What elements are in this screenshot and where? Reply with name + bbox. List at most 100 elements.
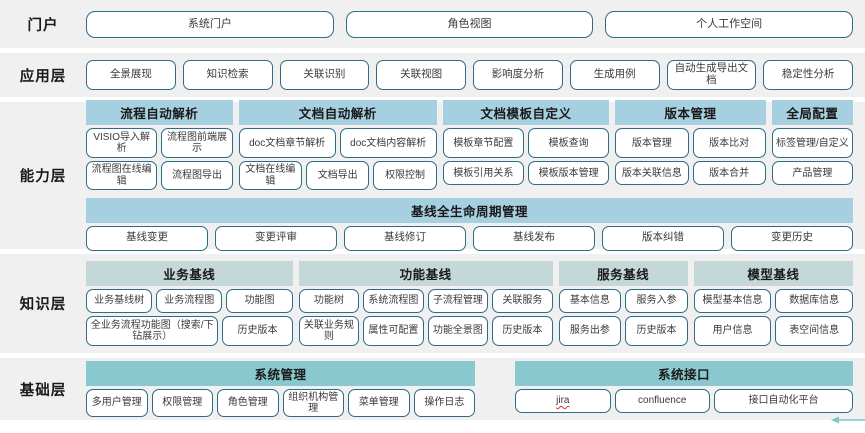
capability-group-2-row-0: 模板章节配置 模板查询 [442, 128, 610, 159]
knowledge-group-3-row-1: 用户信息 表空间信息 [693, 316, 854, 346]
knowledge-item-related-service[interactable]: 关联服务 [492, 289, 553, 313]
foundation-group-system-management: 系统管理 多用户管理 权限管理 角色管理 组织机构管理 菜单管理 操作日志 [86, 360, 476, 418]
knowledge-item-full-business-flow-chart[interactable]: 全业务流程功能图（搜索/下钻展示） [86, 316, 219, 346]
knowledge-item-service-output-param[interactable]: 服务出参 [558, 316, 622, 346]
foundation-item-menu-manage[interactable]: 菜单管理 [348, 388, 410, 418]
knowledge-item-attribute-configurable[interactable]: 属性可配置 [363, 316, 424, 346]
layer-label-portal: 门户 [27, 17, 59, 34]
knowledge-item-business-flowchart[interactable]: 业务流程图 [156, 289, 223, 313]
knowledge-group-2-row-1: 服务出参 历史版本 [558, 316, 688, 346]
capability-item-flowchart-edit[interactable]: 流程图在线编辑 [86, 161, 158, 190]
knowledge-group-1-row-1: 关联业务规则 属性可配置 功能全景图 历史版本 [298, 316, 553, 346]
capability-item-template-query[interactable]: 模板查询 [527, 128, 610, 159]
knowledge-group-2-title: 服务基线 [558, 261, 688, 286]
capability-group-4-title: 全局配置 [771, 100, 854, 126]
knowledge-item-history-version-function[interactable]: 历史版本 [492, 316, 553, 346]
capability-item-permission-control[interactable]: 权限控制 [373, 161, 437, 190]
knowledge-group-0-title: 业务基线 [86, 261, 293, 286]
capability-group-list: 流程自动解析 VISIO导入解析 流程图前端展示 流程图在线编辑 流程图导出 文… [86, 100, 854, 190]
jira-label: jira [556, 395, 570, 407]
knowledge-item-function-tree[interactable]: 功能树 [298, 289, 360, 313]
baseline-item-5[interactable]: 变更历史 [731, 225, 853, 251]
foundation-group-0-row-0: 多用户管理 权限管理 角色管理 组织机构管理 菜单管理 操作日志 [86, 388, 476, 418]
layer-body-capability: 流程自动解析 VISIO导入解析 流程图前端展示 流程图在线编辑 流程图导出 文… [86, 100, 854, 251]
application-item-0[interactable]: 全景展现 [86, 60, 176, 90]
knowledge-item-business-baseline-tree[interactable]: 业务基线树 [86, 289, 153, 313]
knowledge-item-system-flowchart[interactable]: 系统流程图 [363, 289, 424, 313]
capability-group-1: 文档自动解析 doc文档章节解析 doc文档内容解析 文档在线编辑 文档导出 权… [238, 100, 437, 190]
capability-group-3-row-0: 版本管理 版本比对 [615, 128, 766, 159]
knowledge-group-0: 业务基线 业务基线树 业务流程图 功能图 全业务流程功能图（搜索/下钻展示） 历… [86, 261, 293, 346]
capability-item-version-compare[interactable]: 版本比对 [692, 128, 766, 159]
knowledge-item-function-panorama[interactable]: 功能全景图 [427, 316, 489, 346]
baseline-item-0[interactable]: 基线变更 [86, 225, 208, 251]
knowledge-item-service-basic-info[interactable]: 基本信息 [558, 289, 622, 313]
foundation-item-role-manage[interactable]: 角色管理 [217, 388, 279, 418]
foundation-item-org-manage[interactable]: 组织机构管理 [282, 388, 345, 418]
capability-item-doc-content-parse[interactable]: doc文档内容解析 [339, 128, 437, 159]
foundation-item-operation-log[interactable]: 操作日志 [413, 388, 476, 418]
capability-item-version-manage[interactable]: 版本管理 [615, 128, 689, 159]
capability-item-version-merge[interactable]: 版本合并 [692, 161, 766, 186]
layer-band-portal: 门户 系统门户 角色视图 个人工作空间 [0, 0, 865, 48]
knowledge-item-history-version-business[interactable]: 历史版本 [222, 316, 293, 346]
knowledge-item-service-input-param[interactable]: 服务入参 [625, 289, 688, 313]
foundation-item-permission-manage[interactable]: 权限管理 [151, 388, 214, 418]
foundation-item-multiuser-manage[interactable]: 多用户管理 [86, 388, 148, 418]
baseline-item-1[interactable]: 变更评审 [215, 225, 337, 251]
knowledge-group-0-row-1: 全业务流程功能图（搜索/下钻展示） 历史版本 [86, 316, 293, 346]
baseline-item-3[interactable]: 基线发布 [473, 225, 595, 251]
capability-item-template-version[interactable]: 模板版本管理 [527, 161, 610, 186]
capability-item-tag-manage[interactable]: 标签管理/自定义 [771, 128, 854, 159]
layer-band-knowledge: 知识层 业务基线 业务基线树 业务流程图 功能图 全业务流程功能图（搜索/下钻展… [0, 254, 865, 353]
foundation-group-0-title: 系统管理 [86, 360, 476, 386]
knowledge-group-3: 模型基线 模型基本信息 数据库信息 用户信息 表空间信息 [693, 261, 854, 346]
knowledge-item-function-chart[interactable]: 功能图 [226, 289, 293, 313]
foundation-item-jira[interactable]: jira [515, 388, 611, 413]
capability-group-2: 文档模板自定义 模板章节配置 模板查询 模板引用关系 模板版本管理 [442, 100, 610, 186]
baseline-item-2[interactable]: 基线修订 [344, 225, 466, 251]
baseline-item-4[interactable]: 版本纠错 [602, 225, 724, 251]
capability-item-doc-chapter-parse[interactable]: doc文档章节解析 [238, 128, 336, 159]
knowledge-item-model-basic-info[interactable]: 模型基本信息 [693, 289, 772, 313]
application-item-6[interactable]: 自动生成导出文档 [666, 60, 757, 90]
portal-item-0[interactable]: 系统门户 [86, 10, 334, 38]
portal-item-row: 系统门户 角色视图 个人工作空间 [86, 10, 854, 38]
foundation-item-confluence[interactable]: confluence [614, 388, 710, 413]
capability-group-3: 版本管理 版本管理 版本比对 版本关联信息 版本合并 [615, 100, 766, 186]
capability-group-1-title: 文档自动解析 [238, 100, 437, 126]
application-item-3[interactable]: 关联视图 [376, 60, 466, 90]
portal-item-1[interactable]: 角色视图 [345, 10, 594, 38]
capability-group-2-row-1: 模板引用关系 模板版本管理 [442, 161, 610, 186]
portal-item-2[interactable]: 个人工作空间 [605, 10, 854, 38]
application-item-5[interactable]: 生成用例 [569, 60, 660, 90]
knowledge-group-0-row-0: 业务基线树 业务流程图 功能图 [86, 289, 293, 313]
application-item-2[interactable]: 关联识别 [279, 60, 370, 90]
application-item-1[interactable]: 知识检索 [182, 60, 273, 90]
application-item-4[interactable]: 影响度分析 [473, 60, 563, 90]
knowledge-group-1: 功能基线 功能树 系统流程图 子流程管理 关联服务 关联业务规则 属性可配置 功… [298, 261, 553, 346]
knowledge-item-tablespace-info[interactable]: 表空间信息 [775, 316, 854, 346]
capability-item-flowchart-frontend[interactable]: 流程图前端展示 [161, 128, 233, 159]
capability-item-template-reference[interactable]: 模板引用关系 [442, 161, 524, 186]
capability-item-version-relation[interactable]: 版本关联信息 [615, 161, 689, 186]
capability-item-visio-import[interactable]: VISIO导入解析 [86, 128, 158, 159]
application-item-row: 全景展现 知识检索 关联识别 关联视图 影响度分析 生成用例 自动生成导出文档 … [86, 60, 853, 90]
layer-body-knowledge: 业务基线 业务基线树 业务流程图 功能图 全业务流程功能图（搜索/下钻展示） 历… [86, 261, 854, 346]
knowledge-item-user-info[interactable]: 用户信息 [693, 316, 772, 346]
knowledge-item-database-info[interactable]: 数据库信息 [775, 289, 854, 313]
capability-item-doc-online-edit[interactable]: 文档在线编辑 [238, 161, 302, 190]
capability-item-flowchart-export[interactable]: 流程图导出 [161, 161, 233, 190]
knowledge-item-subprocess-manage[interactable]: 子流程管理 [427, 289, 489, 313]
capability-item-template-chapter-config[interactable]: 模板章节配置 [442, 128, 524, 159]
capability-item-product-manage[interactable]: 产品管理 [771, 161, 854, 186]
foundation-group-system-interface: 系统接口 jira confluence 接口自动化平台 [515, 360, 854, 413]
capability-item-doc-export[interactable]: 文档导出 [306, 161, 370, 190]
application-item-7[interactable]: 稳定性分析 [763, 60, 853, 90]
layer-label-application: 应用层 [19, 68, 67, 85]
capability-group-2-title: 文档模板自定义 [442, 100, 610, 126]
capability-group-4-row-1: 产品管理 [771, 161, 854, 186]
knowledge-item-history-version-service[interactable]: 历史版本 [625, 316, 688, 346]
knowledge-item-related-business-rule[interactable]: 关联业务规则 [298, 316, 360, 346]
foundation-item-interface-automation-platform[interactable]: 接口自动化平台 [713, 388, 854, 413]
